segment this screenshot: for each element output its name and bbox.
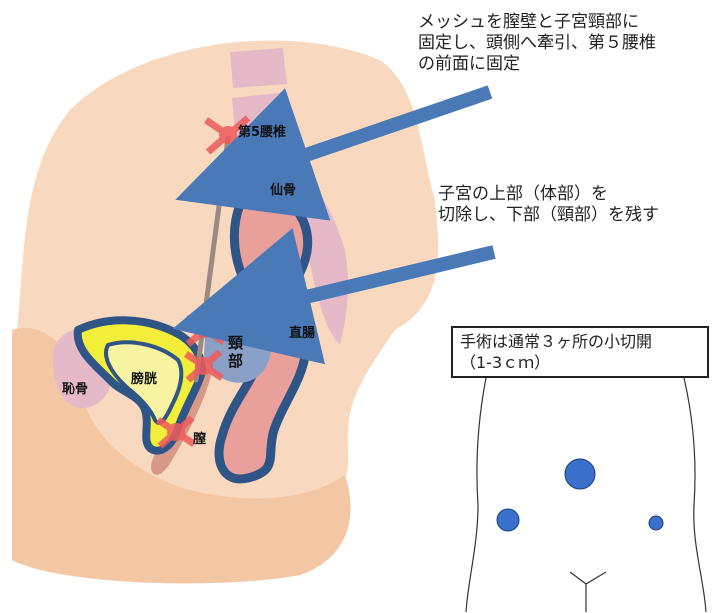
label-bladder: 膀胱 bbox=[131, 368, 157, 387]
label-sacrum: 仙骨 bbox=[270, 179, 296, 198]
incision-umbilical bbox=[565, 459, 595, 489]
label-pubis: 恥骨 bbox=[62, 378, 88, 397]
mesh-note: メッシュを膣壁と子宮頸部に 固定し、頭側へ牽引、第５腰椎 の前面に固定 bbox=[418, 12, 656, 75]
label-l5: 第5腰椎 bbox=[238, 121, 286, 140]
abdomen-diagram bbox=[466, 378, 706, 612]
label-rectum: 直腸 bbox=[289, 322, 315, 341]
label-cervix: 頸 部 bbox=[228, 334, 243, 370]
surgery-note-box: 手術は通常３ヶ所の小切開 （1-3ｃｍ） bbox=[451, 326, 709, 378]
incision-left bbox=[497, 509, 519, 531]
label-vagina: 膣 bbox=[193, 428, 206, 447]
incision-right bbox=[649, 516, 663, 530]
uterus-note: 子宮の上部（体部）を 切除し、下部（頸部）を残す bbox=[438, 184, 659, 226]
